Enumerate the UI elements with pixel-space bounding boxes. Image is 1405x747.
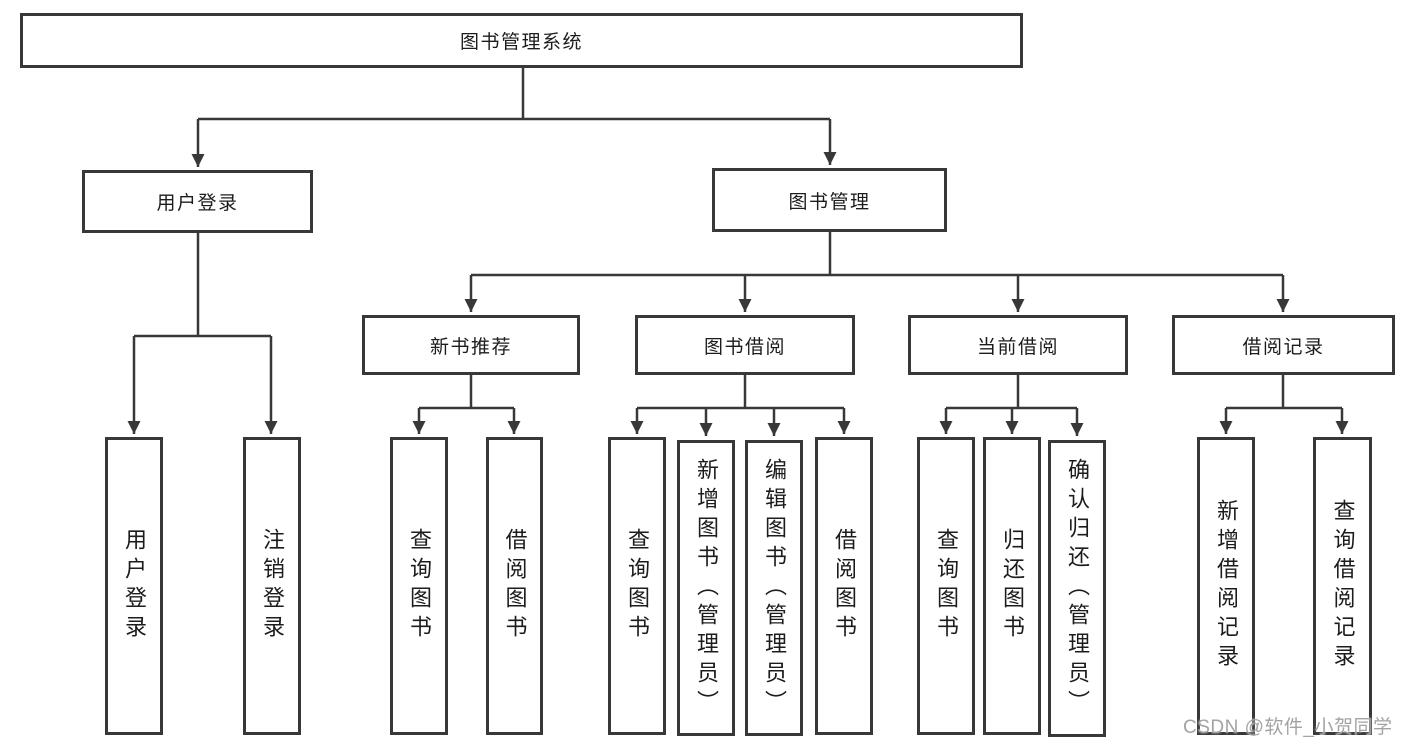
node-borrow-records: 借阅记录 (1172, 315, 1395, 375)
leaf-query-books-3: 查询图书 (917, 437, 975, 735)
node-book-borrow: 图书借阅 (635, 315, 855, 375)
leaf-add-borrow-record: 新增借阅记录 (1197, 437, 1255, 735)
leaf-add-book-admin: 新增图书（管理员） (677, 440, 735, 736)
node-book-management: 图书管理 (712, 168, 947, 232)
leaf-return-book: 归还图书 (983, 437, 1041, 735)
leaf-confirm-return-admin: 确认归还（管理员） (1048, 440, 1106, 737)
leaf-query-books-1: 查询图书 (390, 437, 448, 735)
leaf-user-login: 用户登录 (105, 437, 163, 735)
leaf-logout: 注销登录 (243, 437, 301, 735)
node-current-borrow: 当前借阅 (908, 315, 1128, 375)
node-root: 图书管理系统 (20, 13, 1023, 68)
node-user-login: 用户登录 (82, 170, 313, 233)
leaf-borrow-books-2: 借阅图书 (815, 437, 873, 735)
node-new-book-recommend: 新书推荐 (362, 315, 580, 375)
leaf-query-borrow-record: 查询借阅记录 (1313, 437, 1372, 735)
leaf-query-books-2: 查询图书 (608, 437, 666, 735)
leaf-edit-book-admin: 编辑图书（管理员） (745, 440, 803, 736)
leaf-borrow-books-1: 借阅图书 (486, 437, 543, 735)
csdn-watermark: CSDN @软件_小贺同学 (1183, 717, 1393, 738)
